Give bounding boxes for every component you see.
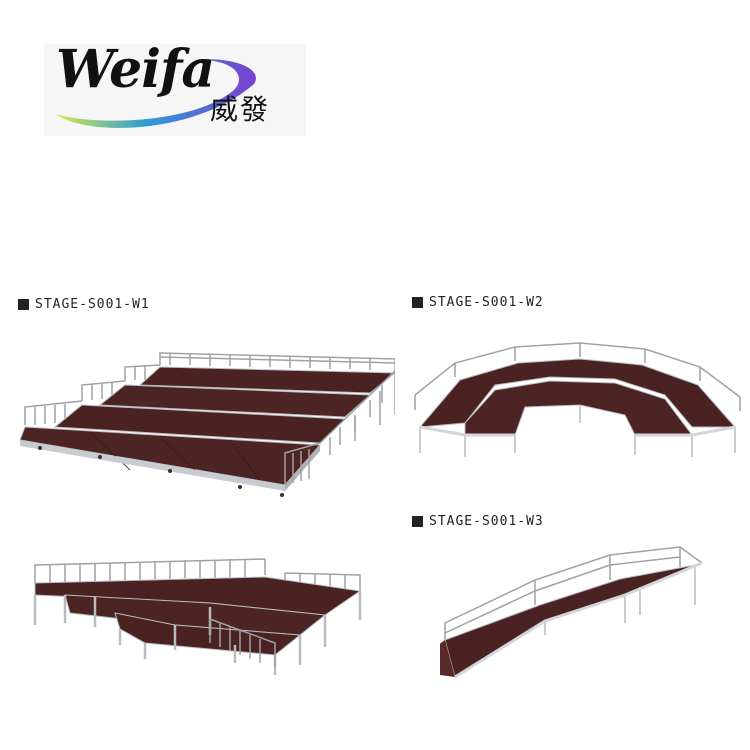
stage-w2-image	[414, 342, 741, 457]
product-code: STAGE-S001-W3	[429, 514, 544, 529]
logo-chinese: 威發	[210, 93, 271, 126]
stage-w1-image	[19, 352, 395, 497]
bullet-square-icon	[18, 299, 29, 310]
bullet-square-icon	[412, 297, 423, 308]
product-label-w1: STAGE-S001-W1	[18, 298, 150, 311]
product-label-w3: STAGE-S001-W3	[412, 515, 544, 528]
product-label-w2: STAGE-S001-W2	[412, 296, 544, 309]
stage-w3-image	[440, 546, 703, 679]
logo-wordmark: Weifa	[56, 39, 215, 100]
logo-swoosh	[56, 59, 256, 128]
product-code: STAGE-S001-W2	[429, 295, 544, 310]
product-code: STAGE-S001-W1	[35, 297, 150, 312]
bullet-square-icon	[412, 516, 423, 527]
stage-w1-alt-image	[33, 558, 362, 675]
